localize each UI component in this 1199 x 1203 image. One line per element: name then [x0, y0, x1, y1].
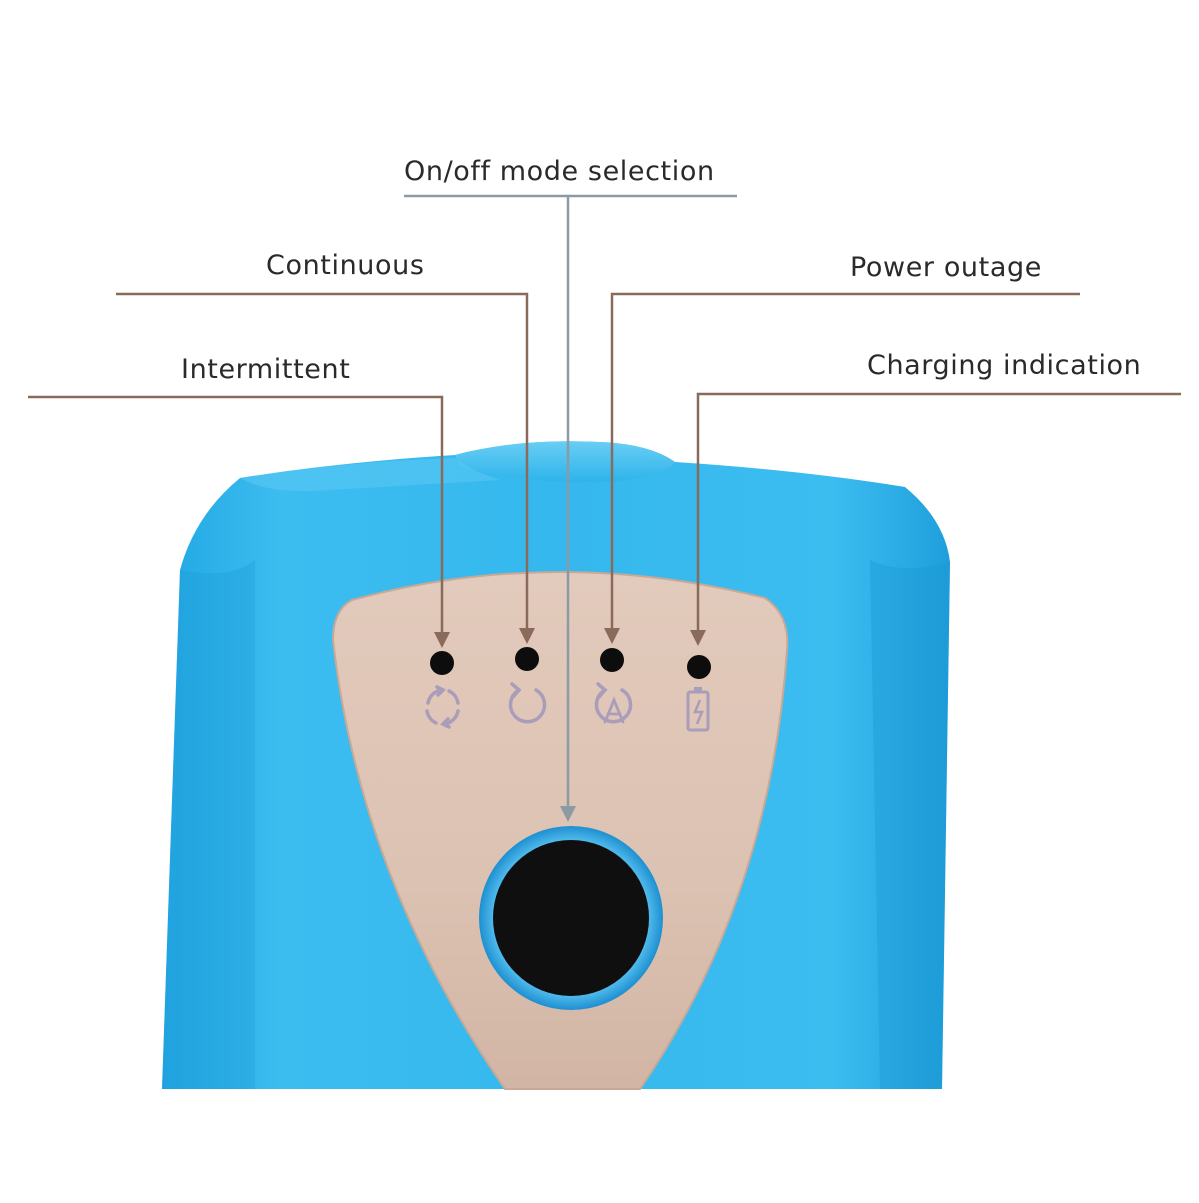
on-off-mode-label: On/off mode selection [404, 156, 715, 187]
power-button[interactable] [479, 826, 663, 1010]
power-outage-indicator-light [600, 648, 624, 672]
intermittent-icon [425, 685, 460, 729]
intermittent-label: Intermittent [181, 354, 351, 385]
battery-charging-icon [686, 687, 710, 732]
intermittent-indicator-light [430, 651, 454, 675]
continuous-icon [508, 682, 547, 724]
charging-indication-label: Charging indication [867, 350, 1142, 381]
continuous-label: Continuous [266, 250, 425, 281]
power-outage-label: Power outage [850, 252, 1042, 283]
indicator-lights [430, 647, 711, 679]
charging-indicator-light [687, 655, 711, 679]
auto-icon [594, 682, 633, 724]
continuous-indicator-light [515, 647, 539, 671]
callout-leaders [28, 194, 1181, 822]
